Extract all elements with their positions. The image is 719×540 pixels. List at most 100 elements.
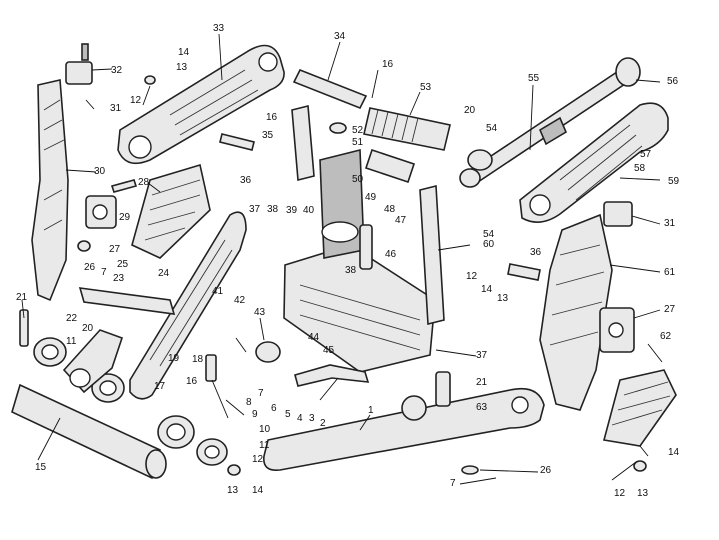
link-22	[78, 287, 176, 315]
callout-11: 11	[66, 336, 77, 347]
callout-14: 14	[481, 284, 493, 295]
callout-19: 19	[168, 353, 180, 364]
callout-53: 53	[420, 82, 432, 93]
callout-54: 54	[483, 229, 495, 240]
callout-23: 23	[113, 273, 125, 284]
shaft-15	[11, 383, 167, 480]
callout-27: 27	[109, 244, 121, 255]
cylinder-28	[131, 163, 211, 259]
callout-12: 12	[252, 454, 264, 465]
callout-36: 36	[240, 175, 252, 186]
small-fasteners	[19, 75, 647, 476]
callout-13: 13	[637, 488, 649, 499]
callout-14: 14	[252, 485, 264, 496]
callout-60: 60	[483, 239, 495, 250]
callout-49: 49	[365, 192, 377, 203]
callout-47: 47	[395, 215, 407, 226]
callout-12: 12	[130, 95, 142, 106]
block-27-left	[85, 195, 117, 229]
callout-16: 16	[186, 376, 198, 387]
callout-41: 41	[212, 286, 224, 297]
rod-60	[419, 184, 445, 326]
callout-6: 6	[271, 403, 277, 414]
callout-33: 33	[213, 23, 225, 34]
callout-14: 14	[178, 47, 190, 58]
callout-21: 21	[476, 377, 488, 388]
callout-32: 32	[111, 65, 123, 76]
callout-34: 34	[334, 31, 346, 42]
callout-39: 39	[286, 205, 298, 216]
bracket-61	[539, 213, 613, 411]
bushing-11-left	[33, 337, 67, 367]
callout-16: 16	[382, 59, 394, 70]
callout-63: 63	[476, 402, 488, 413]
lower-link-1	[263, 387, 545, 472]
bracket-30	[31, 79, 69, 302]
callout-50: 50	[352, 174, 364, 185]
callout-1: 1	[368, 405, 374, 416]
callout-9: 9	[252, 409, 258, 420]
callout-26: 26	[540, 465, 552, 476]
leader-lines	[21, 33, 663, 485]
callout-62: 62	[660, 331, 672, 342]
callout-13: 13	[227, 485, 239, 496]
callout-31: 31	[110, 103, 122, 114]
callout-11: 11	[259, 440, 270, 451]
callout-51: 51	[352, 137, 364, 148]
callout-61: 61	[664, 267, 676, 278]
callout-15: 15	[35, 462, 47, 473]
callout-45: 45	[323, 345, 335, 356]
callout-22: 22	[66, 313, 78, 324]
callout-7: 7	[450, 478, 456, 489]
callout-56: 56	[667, 76, 679, 87]
block-27-right	[599, 307, 635, 353]
callout-42: 42	[234, 295, 246, 306]
splined-shaft-53	[363, 107, 451, 151]
callout-52: 52	[352, 125, 364, 136]
callout-26: 26	[84, 262, 96, 273]
callout-27: 27	[664, 304, 676, 315]
callout-18: 18	[192, 354, 204, 365]
bushing-17	[91, 373, 125, 403]
callout-30: 30	[94, 166, 106, 177]
callout-37: 37	[249, 204, 261, 215]
shaft-55	[468, 57, 641, 184]
callout-20: 20	[82, 323, 94, 334]
callout-37: 37	[476, 350, 488, 361]
cylinder-62	[603, 369, 677, 447]
callout-46: 46	[385, 249, 397, 260]
callout-31: 31	[664, 218, 676, 229]
callout-13: 13	[176, 62, 188, 73]
callout-5: 5	[285, 409, 291, 420]
callout-54: 54	[486, 123, 498, 134]
callout-25: 25	[117, 259, 129, 270]
bracket-block-32	[65, 43, 93, 85]
callout-55: 55	[528, 73, 540, 84]
callout-44: 44	[308, 332, 320, 343]
callout-16: 16	[266, 112, 278, 123]
bushing-11-lower	[196, 438, 228, 466]
callout-59: 59	[668, 176, 680, 187]
callout-43: 43	[254, 307, 266, 318]
callout-48: 48	[384, 204, 396, 215]
chain-2	[294, 364, 370, 387]
callout-24: 24	[158, 268, 170, 279]
callout-12: 12	[466, 271, 478, 282]
callout-28: 28	[138, 177, 150, 188]
callout-40: 40	[303, 205, 315, 216]
callout-2: 2	[320, 418, 326, 429]
central-housing	[283, 148, 436, 373]
callout-3: 3	[309, 413, 315, 424]
callout-17: 17	[154, 381, 166, 392]
lift-arm-59	[519, 102, 669, 223]
lift-arm-33	[117, 44, 285, 165]
callout-10: 10	[259, 424, 271, 435]
callout-7: 7	[258, 388, 264, 399]
crank-arm	[62, 329, 124, 394]
callout-8: 8	[246, 397, 252, 408]
callout-38: 38	[345, 265, 357, 276]
callout-12: 12	[614, 488, 626, 499]
callout-7: 7	[101, 267, 107, 278]
callout-35: 35	[262, 130, 274, 141]
